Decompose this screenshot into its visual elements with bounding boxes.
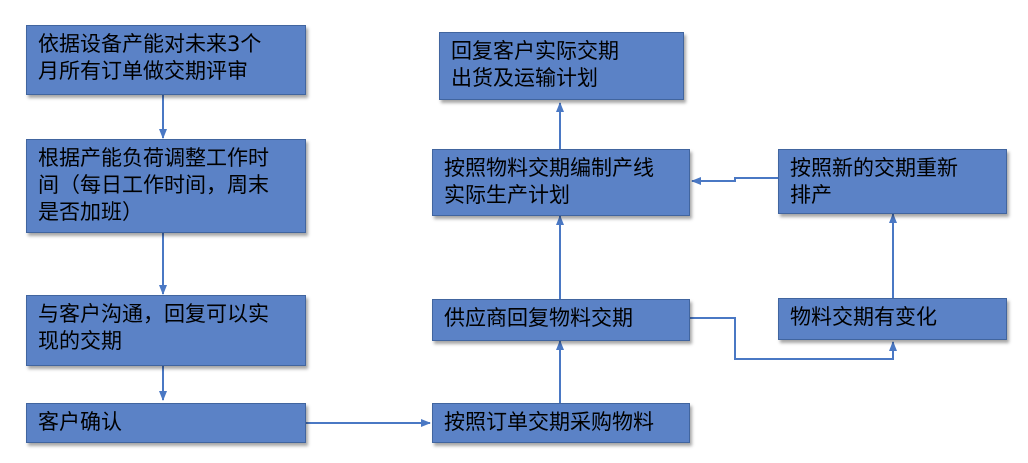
node-purchase: 按照订单交期采购物料: [432, 403, 690, 443]
node-production-plan: 按照物料交期编制产线 实际生产计划: [432, 149, 690, 216]
node-confirm: 客户确认: [26, 403, 306, 443]
arrow-supplier-to-change: [690, 317, 897, 360]
arrow-reschedule-to-plan: [691, 177, 778, 185]
node-reply-customer: 回复客户实际交期 出货及运输计划: [439, 32, 684, 100]
node-reschedule: 按照新的交期重新 排产: [778, 149, 1007, 214]
node-supplier-reply: 供应商回复物料交期: [432, 299, 690, 341]
node-adjust-hours: 根据产能负荷调整工作时 间（每日工作时间，周末 是否加班）: [26, 139, 306, 233]
node-material-change: 物料交期有变化: [778, 298, 1007, 340]
node-review: 依据设备产能对未来3个 月所有订单做交期评审: [26, 25, 306, 95]
node-communicate: 与客户沟通，回复可以实 现的交期: [26, 295, 306, 366]
